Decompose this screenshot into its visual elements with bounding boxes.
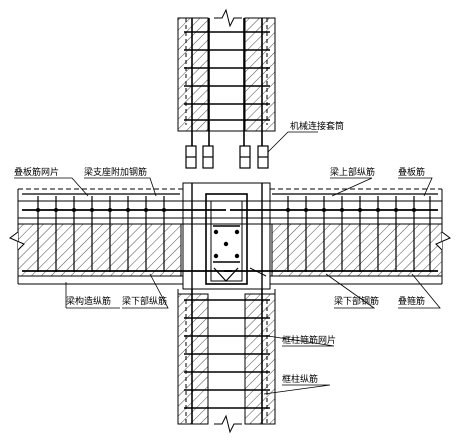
top-break-mark: [214, 8, 242, 28]
label-stirrup: 叠箍筋: [398, 295, 425, 307]
leader-lines: [14, 131, 441, 395]
joint-arrow: [249, 267, 267, 277]
label-column-long-bar: 框柱纵筋: [282, 373, 318, 385]
precast-beam-right: [271, 223, 443, 277]
bottom-break-mark: [214, 414, 242, 434]
joint-core: [182, 182, 271, 290]
label-mech-coupler: 机械连接套筒: [290, 120, 344, 132]
label-beam-tie-bar: 梁构造纵筋: [66, 295, 111, 307]
upper-column: [177, 17, 276, 165]
label-beam-top-bar: 梁上部纵筋: [330, 166, 375, 178]
upper-column-stirrups: [184, 31, 270, 121]
beam-top-bars: [22, 193, 438, 211]
precast-beam-left: [17, 223, 182, 277]
top-bar-dots: [36, 208, 416, 212]
label-beam-bottom-bar-right: 梁下部钢筋: [334, 295, 379, 307]
lower-column: [177, 289, 276, 425]
joint-bar-dots: [213, 229, 240, 259]
left-break-mark: [9, 231, 25, 251]
lower-column-stirrups: [184, 299, 270, 409]
right-break-mark: [435, 231, 451, 251]
mechanical-couplers: [185, 145, 269, 169]
label-beam-bottom-bar-left: 梁下部纵筋: [122, 295, 167, 307]
label-beam-support-bar: 梁支座附加钢筋: [84, 166, 147, 178]
label-slab-top-bar: 叠板筋: [398, 166, 425, 178]
label-slab-mesh: 叠板筋网片: [14, 166, 59, 178]
label-column-mesh: 框柱箍筋网片: [282, 334, 336, 346]
